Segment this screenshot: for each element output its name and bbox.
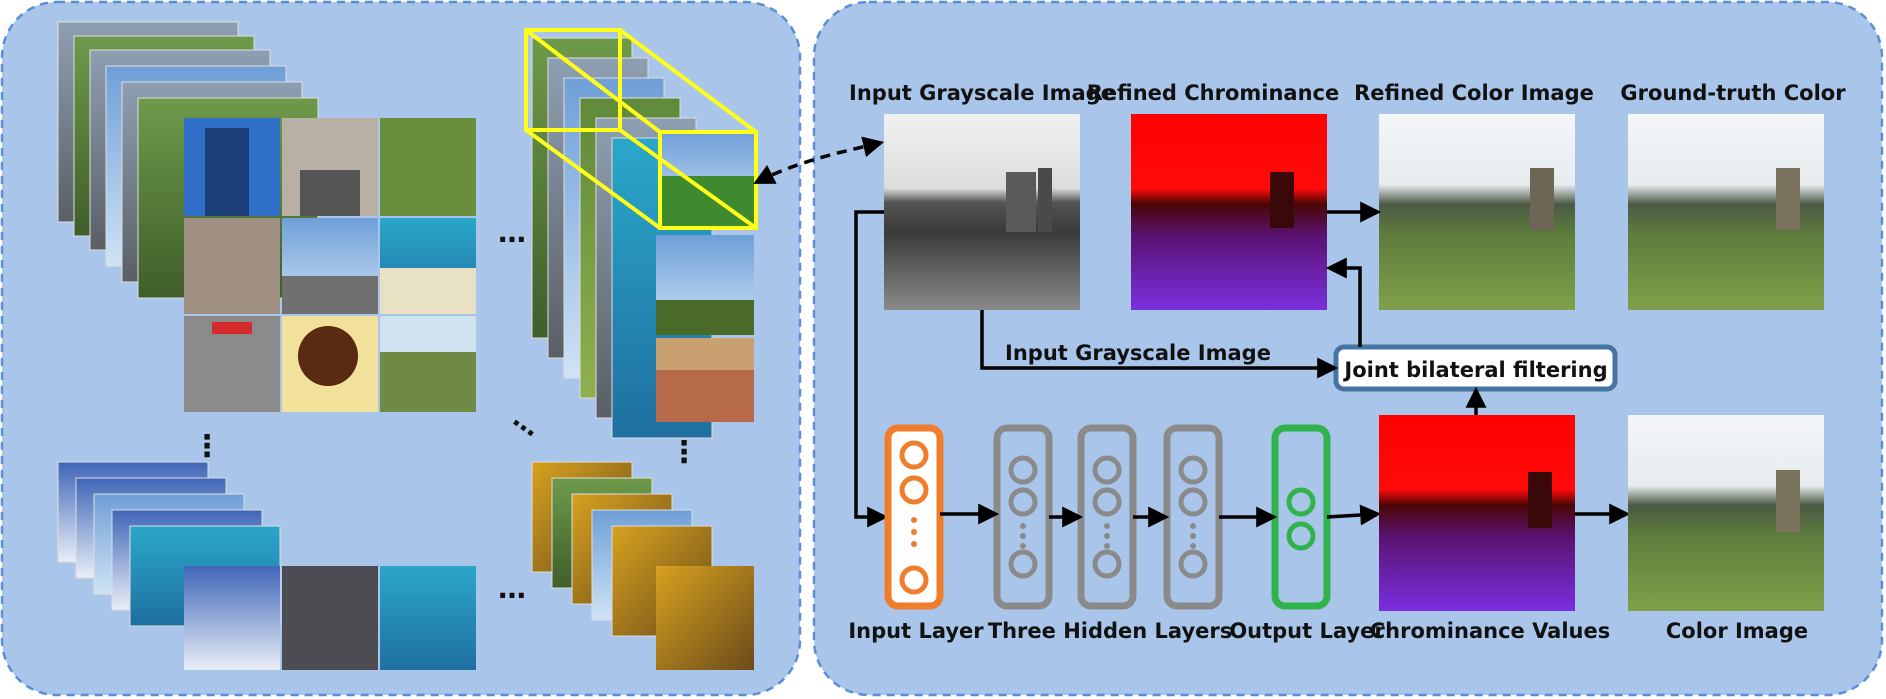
input-layer bbox=[884, 424, 944, 610]
arrow-output-to-chroma bbox=[1326, 504, 1382, 526]
ellipsis-bottom-left: … bbox=[498, 572, 526, 605]
arrow-gray-to-input-layer bbox=[854, 210, 889, 528]
image-refined-chrominance bbox=[1131, 114, 1327, 310]
vdots-left: ⋮ bbox=[192, 429, 222, 464]
image-stack-highlighted bbox=[531, 37, 756, 439]
image-stack-bottom bbox=[57, 461, 476, 670]
label-input-layer: Input Layer bbox=[848, 619, 984, 643]
hidden-layer-1 bbox=[993, 424, 1053, 610]
arrow-gray-to-filter bbox=[980, 310, 1339, 379]
hidden-layer-3 bbox=[1163, 424, 1223, 610]
image-color-output bbox=[1628, 415, 1824, 611]
image-stack-main bbox=[57, 21, 476, 412]
vdots-right: ⋮ bbox=[669, 435, 699, 470]
ellipsis-mid-left: … bbox=[498, 216, 526, 249]
label-three-hidden-layers: Three Hidden Layers bbox=[988, 619, 1232, 643]
label-refined-color-image: Refined Color Image bbox=[1354, 81, 1594, 105]
label-color-image: Color Image bbox=[1666, 619, 1808, 643]
image-stack-autumn bbox=[531, 461, 754, 670]
label-ground-truth-color: Ground-truth Color bbox=[1620, 81, 1846, 105]
image-input-grayscale bbox=[884, 114, 1080, 310]
label-joint-bilateral-filtering: Joint bilateral filtering bbox=[1342, 358, 1607, 382]
label-input-grayscale-top: Input Grayscale Image bbox=[849, 81, 1115, 105]
output-layer bbox=[1271, 424, 1331, 610]
label-chrominance-values: Chrominance Values bbox=[1370, 619, 1610, 643]
image-chrominance-values bbox=[1379, 415, 1575, 611]
label-input-grayscale-mid: Input Grayscale Image bbox=[1005, 341, 1271, 365]
label-output-layer: Output Layer bbox=[1229, 619, 1385, 643]
label-refined-chrominance: Refined Chrominance bbox=[1087, 81, 1340, 105]
arrow-filter-to-chroma bbox=[1325, 257, 1362, 347]
image-refined-color bbox=[1379, 114, 1575, 310]
hidden-layer-2 bbox=[1077, 424, 1137, 610]
image-ground-truth-color bbox=[1628, 114, 1824, 310]
dashed-link-arrow bbox=[753, 136, 885, 184]
